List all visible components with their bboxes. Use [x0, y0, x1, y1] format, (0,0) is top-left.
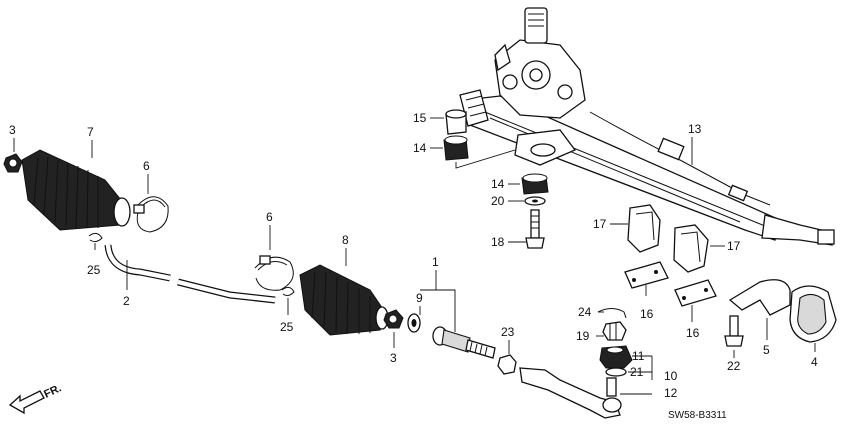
part-18-bolt	[525, 209, 545, 249]
callout-5: 5	[763, 343, 770, 357]
part-17-stopper-upper	[627, 204, 661, 253]
part-9-lock-washer	[407, 313, 421, 333]
callout-16-left: 16	[640, 307, 654, 321]
part-7-rack-boot	[21, 149, 131, 231]
callout-7: 7	[87, 125, 94, 139]
callout-4: 4	[811, 355, 818, 369]
part-1-tie-rod	[432, 326, 496, 359]
callout-19: 19	[576, 329, 590, 343]
callout-25-right: 25	[280, 320, 294, 334]
part-25-tube-clip-right	[281, 286, 295, 297]
callout-24: 24	[578, 305, 592, 319]
part-14-bushing-upper	[443, 135, 469, 161]
front-direction-indicator: FR.	[8, 382, 63, 415]
part-2-air-tube	[104, 244, 276, 304]
callout-17-left: 17	[593, 217, 607, 231]
callout-16-right: 16	[686, 326, 700, 340]
part-5-mounting-bracket	[728, 279, 791, 316]
part-25-tube-clip-left	[88, 232, 103, 243]
callout-3-left: 3	[9, 123, 16, 137]
callout-23: 23	[501, 325, 515, 339]
callout-13: 13	[688, 122, 702, 136]
callout-17-right: 17	[727, 239, 741, 253]
callout-25-left: 25	[87, 263, 101, 277]
part-15-collar	[445, 109, 467, 135]
part-16-bracket-upper	[624, 261, 669, 289]
callout-6-left: 6	[143, 159, 150, 173]
callout-9: 9	[416, 291, 423, 305]
part-17-stopper-lower	[673, 224, 709, 273]
part-11-dust-seal	[599, 345, 633, 369]
callout-14-lower: 14	[491, 177, 505, 191]
part-14-bushing-lower	[521, 173, 549, 195]
callout-10: 10	[664, 369, 678, 383]
callout-20: 20	[491, 194, 505, 208]
part-4-mounting-cushion	[789, 285, 837, 343]
part-6-boot-band-right	[254, 255, 294, 291]
part-16-bracket-lower	[674, 279, 717, 307]
part-6-boot-band-left	[133, 196, 169, 233]
part-22-bolt	[724, 315, 744, 347]
part-3-lock-nut-right	[383, 309, 404, 329]
callout-2: 2	[123, 294, 130, 308]
part-10-tie-rod-end	[519, 367, 622, 419]
callout-18: 18	[491, 235, 505, 249]
callout-22: 22	[727, 359, 741, 373]
callout-14-upper: 14	[413, 141, 427, 155]
diagram-code: SW58-B3311	[668, 410, 727, 421]
leader-lines	[13, 117, 816, 395]
part-24-cotter-pin	[597, 308, 627, 319]
callout-6-right: 6	[266, 210, 273, 224]
part-8-rack-boot	[299, 264, 389, 336]
callout-11: 11	[632, 349, 645, 363]
callout-numbers: 3 7 6 25 2 6 25 8 3 1 9 23 15 14 14 20 1…	[9, 111, 818, 400]
callout-21: 21	[630, 365, 644, 379]
part-20-washer	[524, 196, 546, 206]
steering-gearbox-assembly	[459, 7, 835, 246]
part-19-castle-nut	[602, 321, 627, 341]
callout-8: 8	[342, 233, 349, 247]
part-23-jam-nut	[497, 354, 517, 375]
callout-15: 15	[413, 111, 427, 125]
front-direction-label: FR.	[42, 382, 63, 400]
callout-1: 1	[432, 255, 439, 269]
part-3-lock-nut-left	[3, 153, 23, 173]
callout-12: 12	[664, 386, 678, 400]
callout-3-right: 3	[390, 351, 397, 365]
part-21-set-ring	[605, 367, 627, 377]
